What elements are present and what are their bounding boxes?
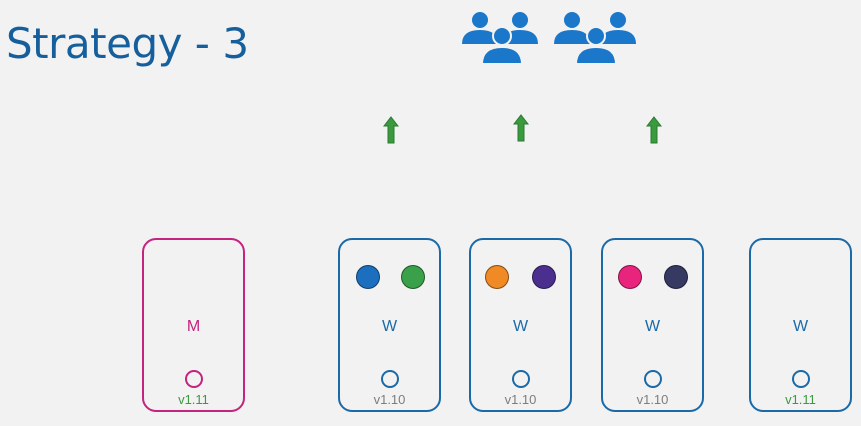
master-node: M v1.11 — [142, 238, 245, 412]
node-label: W — [644, 318, 661, 335]
pod-circle-icon — [532, 265, 556, 289]
kubelet-circle-icon — [511, 370, 530, 388]
kubelet-circle-icon — [380, 370, 399, 388]
pod-circle-icon — [485, 265, 509, 289]
worker-node: W v1.10 — [469, 238, 572, 412]
node-label: W — [381, 318, 398, 335]
node-label: M — [186, 318, 201, 335]
kubelet-circle-icon — [184, 370, 203, 388]
arrow-up-icon — [646, 116, 662, 144]
node-version: v1.10 — [373, 392, 406, 407]
worker-node: W v1.10 — [601, 238, 704, 412]
pod-circle-icon — [401, 265, 425, 289]
pod-circle-icon — [664, 265, 688, 289]
users-group-icon — [462, 12, 636, 65]
pod-circle-icon — [618, 265, 642, 289]
kubelet-circle-icon — [791, 370, 810, 388]
worker-node: W v1.10 — [338, 238, 441, 412]
node-version: v1.11 — [785, 392, 816, 407]
arrow-up-icon — [513, 114, 529, 142]
node-version: v1.10 — [636, 392, 669, 407]
node-version: v1.11 — [178, 392, 209, 407]
worker-node: W v1.11 — [749, 238, 852, 412]
pod-circle-icon — [356, 265, 380, 289]
node-version: v1.10 — [504, 392, 537, 407]
kubelet-circle-icon — [643, 370, 662, 388]
node-label: W — [792, 318, 809, 335]
slide-title: Strategy - 3 — [6, 19, 249, 68]
arrow-up-icon — [383, 116, 399, 144]
node-label: W — [512, 318, 529, 335]
